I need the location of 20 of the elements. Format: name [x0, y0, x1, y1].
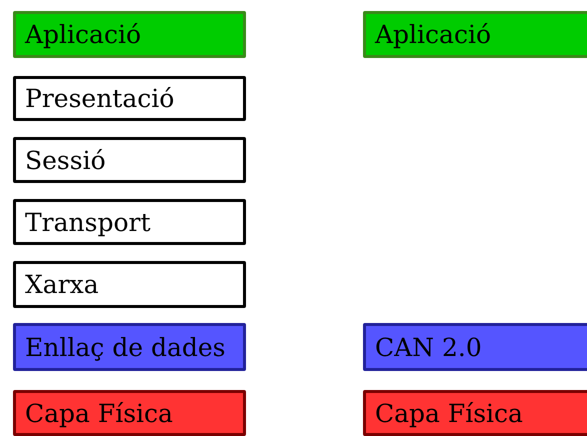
layer-name: Enllaç de dades	[25, 334, 226, 360]
layer-name: Aplicació	[375, 22, 492, 47]
layer-box	[13, 76, 246, 121]
layer-box	[13, 137, 246, 183]
layer-name: Aplicació	[25, 22, 142, 47]
layer-name: Xarxa	[25, 272, 99, 297]
layer-name: Capa Física	[375, 400, 523, 426]
layer-box	[13, 323, 246, 371]
layer-box	[13, 390, 246, 436]
layer-box	[363, 323, 587, 371]
layer-name: Transport	[25, 210, 151, 234]
layer-name: CAN 2.0	[375, 334, 482, 360]
layer-name: Presentació	[25, 86, 174, 111]
layer-box	[363, 390, 587, 436]
layer-name: Sessió	[25, 148, 106, 172]
layer-box	[13, 261, 246, 308]
layer-box	[13, 199, 246, 245]
layer-box	[13, 11, 246, 58]
layer-box	[363, 11, 587, 58]
layer-name: Capa Física	[25, 400, 173, 426]
